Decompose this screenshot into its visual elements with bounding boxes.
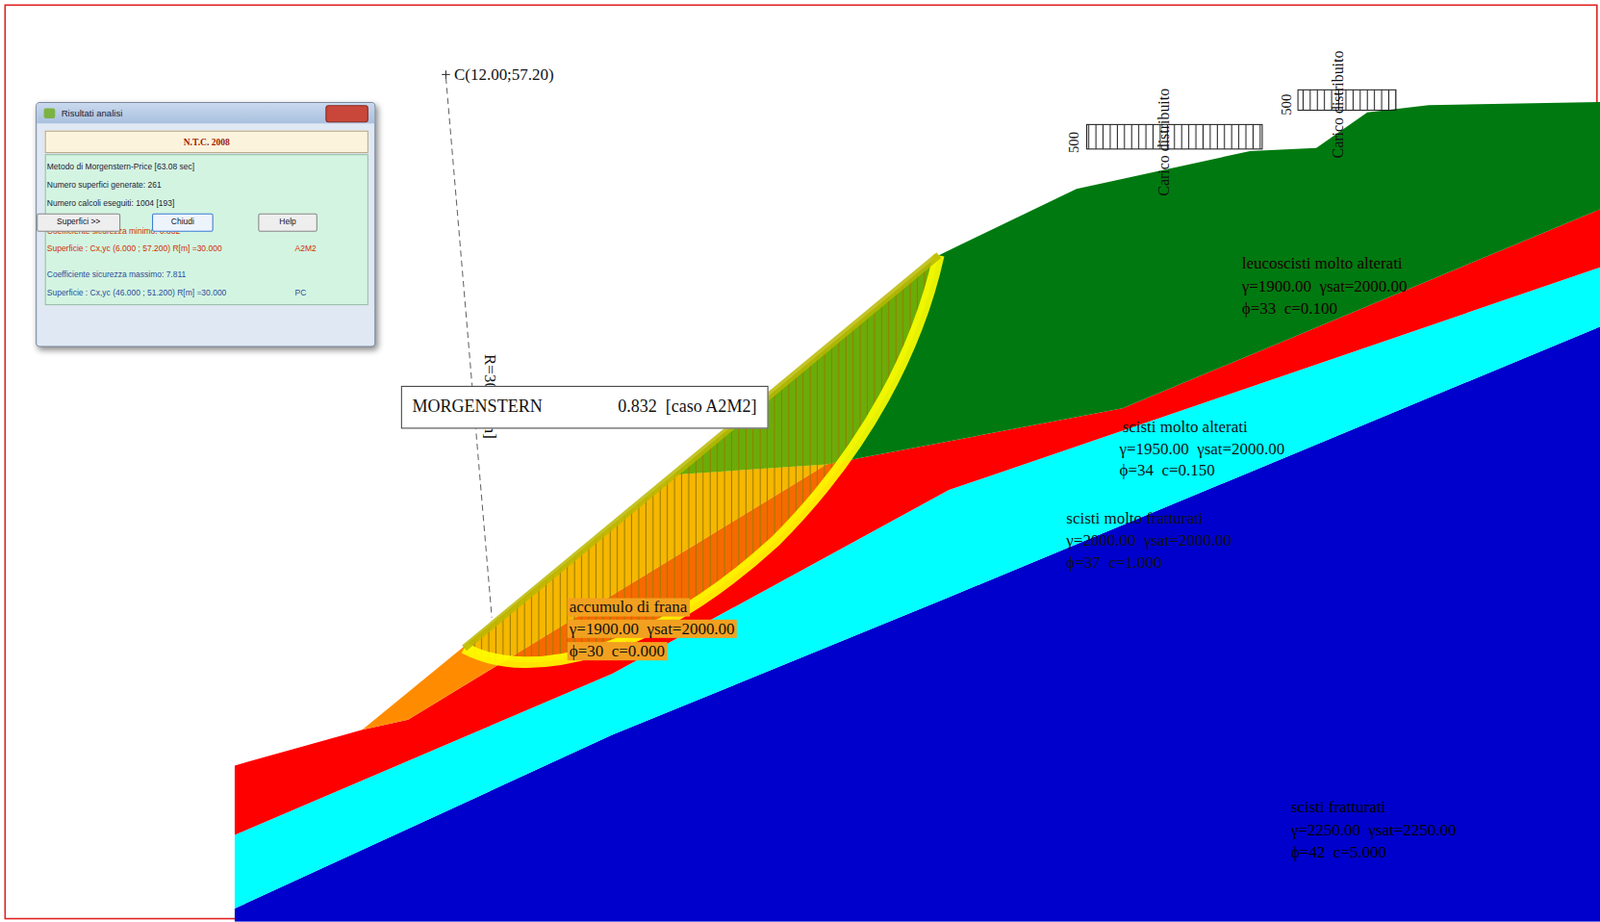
result-line: Coefficiente sicurezza massimo: 7.811 [47, 270, 186, 280]
layer-label: ϕ=30 c=0.000 [567, 641, 667, 661]
result-line: Superficie : Cx,yc (6.000 ; 57.200) R[m]… [47, 243, 223, 254]
load-symbol [1297, 89, 1397, 110]
result-box: MORGENSTERN 0.832 [caso A2M2] [401, 385, 768, 430]
dialog-title: Risultati analisi [61, 107, 124, 119]
result-line: Numero calcoli eseguiti: 1004 [193] [47, 199, 176, 209]
center-mark [445, 70, 447, 78]
load-symbol [1087, 124, 1263, 149]
layer-label: γ=1900.00 γsat=2000.00 [1242, 277, 1408, 296]
load-value: 500 [1066, 131, 1082, 153]
dialog-button: Chiudi [152, 213, 214, 232]
layer-label: scisti fratturati [1291, 797, 1386, 816]
slope-band [464, 254, 940, 648]
safety-factor: 0.832 [caso A2M2] [617, 397, 757, 418]
method-name: MORGENSTERN [411, 397, 542, 418]
slice-hatch [449, 245, 960, 674]
layer-label: ϕ=34 c=0.150 [1118, 460, 1215, 480]
layer-label: accumulo di frana [567, 598, 690, 617]
button-label: Superfici >> [37, 214, 120, 231]
layer-label: scisti molto alterati [1122, 417, 1248, 436]
result-dialog: Risultati analisiN.T.C. 2008Metodo di Mo… [35, 101, 376, 348]
layer-label: γ=1950.00 γsat=2000.00 [1118, 439, 1285, 458]
layer-label: γ=2000.00 γsat=2000.00 [1066, 532, 1232, 551]
layer-label: γ=2250.00 γsat=2250.00 [1291, 820, 1457, 839]
close-button [325, 104, 369, 123]
altered-schist-layer [234, 208, 1600, 835]
button-label: Chiudi [152, 214, 213, 231]
layer-label: leucoscisti molto alterati [1242, 253, 1403, 273]
result-line: Superficie : Cx,yc (46.000 ; 51.200) R[m… [47, 287, 228, 298]
layer-label: ϕ=33 c=0.100 [1242, 299, 1338, 318]
load-value: 500 [1278, 94, 1295, 116]
dialog-button: Help [257, 213, 318, 232]
center-label: C(12.00;57.20) [454, 65, 555, 84]
result-line: Numero superfici generate: 261 [47, 180, 162, 191]
layer-label: ϕ=37 c=1.000 [1066, 553, 1162, 572]
load-label: Carico distribuito [1329, 50, 1347, 159]
radius-line [445, 77, 492, 618]
result-line: PC [295, 287, 307, 298]
window-icon [44, 107, 56, 119]
load-label: Carico distribuito [1156, 88, 1173, 197]
result-line: N.T.C. 2008 [36, 136, 377, 148]
dialog-button: Superfici >> [36, 213, 121, 232]
layer-label: scisti molto fratturati [1066, 508, 1203, 528]
result-line: Metodo di Morgenstern-Price [63.08 sec] [47, 162, 195, 173]
slip-surface [464, 254, 940, 662]
result-line: A2M2 [295, 243, 317, 254]
button-label: Help [258, 214, 316, 231]
layer-label: ϕ=42 c=5.000 [1291, 842, 1387, 862]
layer-label: γ=1900.00 γsat=2000.00 [567, 619, 737, 638]
